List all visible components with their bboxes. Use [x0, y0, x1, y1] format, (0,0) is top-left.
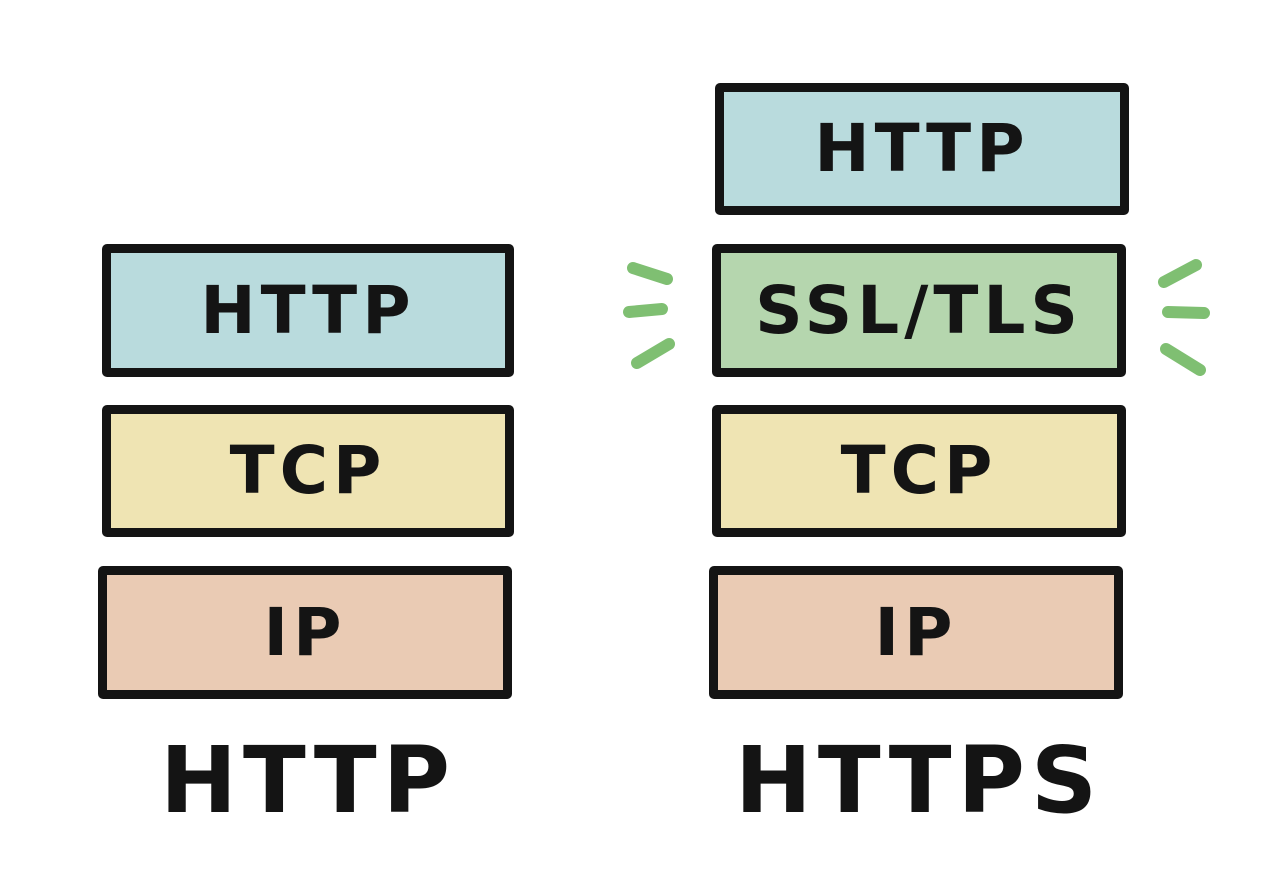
https-stack-caption: HTTPS — [734, 727, 1104, 834]
http-stack-caption: HTTP — [159, 727, 457, 834]
emphasis-marks-left-icon — [623, 262, 675, 369]
https-stack-tcp-layer: TCP — [712, 405, 1126, 537]
https-stack-http-layer: HTTP — [715, 83, 1129, 215]
https-stack-ssl-tls-layer: SSL/TLS — [712, 244, 1126, 377]
emphasis-marks-right-icon — [1158, 259, 1210, 376]
http-stack-ip-layer: IP — [98, 566, 512, 699]
http-stack-http-layer: HTTP — [102, 244, 514, 377]
https-stack-ip-layer: IP — [709, 566, 1123, 699]
http-stack-tcp-layer: TCP — [102, 405, 514, 537]
